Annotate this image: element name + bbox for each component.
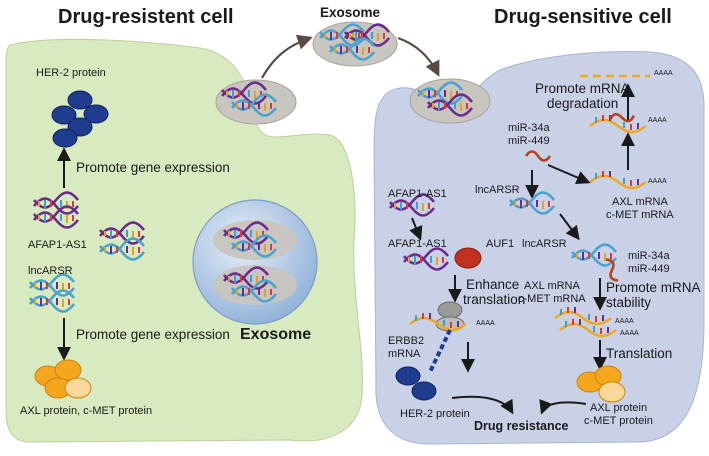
label-axl-mrna-mid: AXL mRNA <box>524 280 580 292</box>
label-lncarsr-left: lncARSR <box>28 265 73 277</box>
arrow-afap1-down <box>409 217 423 241</box>
label-enhance-translation-2: translation <box>463 292 526 307</box>
label-promote-mrna-degradation-2: degradation <box>547 96 619 111</box>
label-cmet-protein-right: c-MET protein <box>584 415 653 427</box>
resistant-cell-body <box>5 38 363 443</box>
label-lncarsr-right-1: lncARSR <box>475 184 520 196</box>
title-sensitive-cell: Drug-sensitive cell <box>494 6 672 28</box>
label-aaaa-6: AAAA <box>620 330 639 337</box>
label-translation: Translation <box>606 346 673 361</box>
label-her2-protein-left: HER-2 protein <box>36 67 106 79</box>
label-aaaa-4: AAAA <box>476 320 495 327</box>
label-mir34a-top: miR-34a <box>508 122 550 134</box>
exosome-vesicle <box>192 199 318 325</box>
label-cmet-mrna-mid: c-MET mRNA <box>518 293 586 305</box>
title-exosome: Exosome <box>320 5 381 20</box>
label-afap1-as1-right-1: AFAP1-AS1 <box>388 188 447 200</box>
label-mir34a-bottom: miR-34a <box>628 250 670 262</box>
label-erbb2: ERBB2 <box>388 335 425 347</box>
label-mir449-bottom: miR-449 <box>628 263 670 275</box>
label-promote-mrna-degradation-1: Promote mRNA <box>535 81 630 96</box>
exosome-transfer-right <box>409 78 491 124</box>
label-aaaa-5: AAAA <box>615 318 634 325</box>
label-her2-protein-right: HER-2 protein <box>400 408 470 420</box>
label-afap1-as1-left: AFAP1-AS1 <box>28 239 87 251</box>
arrow-mirna-to-mrna <box>547 164 591 185</box>
arrow-her2-to-resistance <box>451 395 514 415</box>
arrow-axl-to-resistance <box>539 399 587 415</box>
label-axl-mrna-top: AXL mRNA <box>612 196 668 208</box>
label-erbb2-mrna: mRNA <box>388 348 421 360</box>
label-aaaa-3: AAAA <box>648 178 667 185</box>
label-exosome-big: Exosome <box>240 326 312 343</box>
label-mir449-top: miR-449 <box>508 135 550 147</box>
label-promote-gene-expression-2: Promote gene expression <box>76 327 230 342</box>
exosome-transfer-left <box>215 79 297 125</box>
transfer-arrow-2 <box>397 36 440 77</box>
auf1-protein <box>454 247 482 269</box>
exosome-transfer-center <box>312 21 398 67</box>
label-lncarsr-right-2: lncARSR <box>522 238 567 250</box>
label-promote-mrna-stability-2: stability <box>606 295 652 310</box>
label-axl-protein-right: AXL protein <box>590 402 648 414</box>
label-enhance-translation-1: Enhance <box>466 277 520 292</box>
her2-protein-cluster-left <box>51 90 109 148</box>
axl-protein-cluster-left <box>34 359 92 399</box>
label-drug-resistance: Drug resistance <box>474 419 569 433</box>
label-aaaa-1: AAAA <box>654 70 673 77</box>
arrow-lncarsr-down <box>559 213 580 241</box>
axl-protein-cluster-right <box>576 365 626 403</box>
label-afap1-as1-right-2: AFAP1-AS1 <box>388 238 447 250</box>
label-auf1: AUF1 <box>486 238 515 250</box>
transfer-arrow-1 <box>261 34 313 79</box>
title-resistant-cell: Drug-resistent cell <box>58 6 234 28</box>
label-promote-mrna-stability-1: Promote mRNA <box>606 280 701 295</box>
label-cmet-mrna-top: c-MET mRNA <box>606 209 674 221</box>
label-aaaa-2: AAAA <box>648 117 667 124</box>
her2-protein-cluster-right <box>395 366 437 401</box>
label-axl-cmet-protein-left: AXL protein, c-MET protein <box>20 405 153 417</box>
label-promote-gene-expression-1: Promote gene expression <box>76 160 230 175</box>
